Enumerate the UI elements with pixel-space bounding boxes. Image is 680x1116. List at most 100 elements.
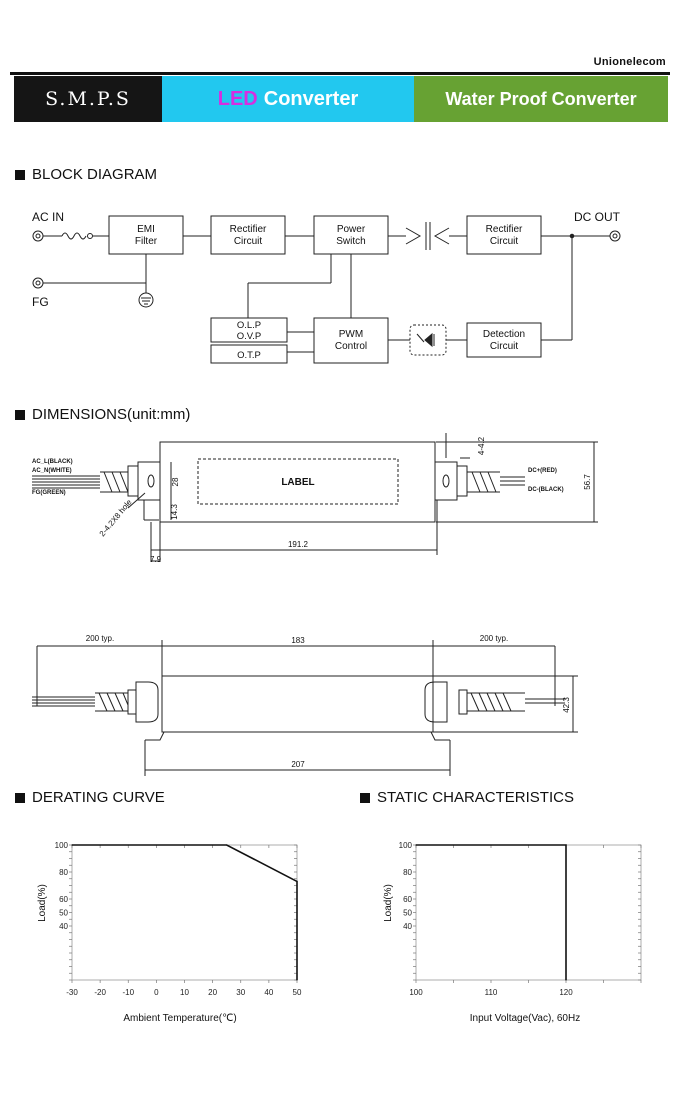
dim-42-3: 42.3	[562, 697, 571, 713]
section-derating: DERATING CURVE	[15, 789, 165, 806]
derating-xtick-label: 40	[264, 988, 273, 997]
fg-green-label: FG(GREEN)	[32, 490, 66, 496]
rect1-line1: Rectifier	[230, 224, 267, 235]
ac-in-label: AC IN	[32, 210, 64, 224]
derating-point	[226, 844, 228, 846]
dim-7-9: 7.9	[150, 555, 162, 564]
bullet-square-icon	[360, 792, 370, 803]
olp-line2: O.V.P	[237, 331, 261, 342]
derating-ylabel: Load(%)	[37, 884, 48, 922]
dc-pos-label: DC+(RED)	[528, 468, 557, 474]
mount-feet	[145, 731, 450, 741]
dimension-drawings: AC_L(BLACK) AC_N(WHITE) FG(GREEN) LABEL …	[32, 433, 598, 776]
dc-out-label: DC OUT	[574, 210, 621, 224]
dimensions-title: DIMENSIONS(unit:mm)	[32, 406, 191, 423]
derating-xtick-label: 30	[236, 988, 245, 997]
fuse-icon	[61, 232, 87, 240]
static-xtick-label: 100	[409, 988, 423, 997]
bullet-square-icon	[15, 409, 25, 420]
derating-xtick-label: 20	[208, 988, 217, 997]
derating-ytick-label: 60	[59, 895, 68, 904]
static-point	[565, 844, 567, 846]
emi-line2: Filter	[135, 236, 158, 247]
rect1-line2: Circuit	[234, 236, 263, 247]
derating-ytick-label: 100	[55, 841, 69, 850]
dim-207: 207	[291, 760, 305, 769]
block-diagram: AC IN EMI Filter Rectifier Circuit Power…	[32, 210, 621, 364]
dim-56-7: 56.7	[583, 474, 592, 490]
dim-28: 28	[171, 477, 180, 486]
dim-200-right: 200 typ.	[480, 634, 508, 643]
power-line2: Switch	[336, 236, 365, 247]
side-output-gland	[458, 689, 468, 715]
output-mount-hole	[442, 474, 450, 488]
derating-ytick-label: 50	[59, 909, 68, 918]
brand-name: Unionelecom	[593, 56, 666, 68]
ac-in-terminal-dot	[35, 233, 41, 239]
dim-191-2: 191.2	[288, 540, 309, 549]
label-text: LABEL	[281, 477, 314, 488]
static-x-ticks: 100 110 120	[409, 988, 573, 997]
side-input-cable	[32, 692, 129, 712]
label-area	[197, 458, 399, 505]
derating-xtick-label: 10	[180, 988, 189, 997]
derating-xtick-label: 0	[154, 988, 159, 997]
static-ytick-label: 100	[399, 841, 413, 850]
band-led-rest: Converter	[263, 87, 359, 110]
detection-line1: Detection	[483, 329, 525, 340]
housing-side-view	[161, 675, 434, 733]
ac-n-label: AC_N(WHITE)	[32, 468, 72, 474]
derating-point	[296, 979, 298, 981]
fg-label: FG	[32, 295, 49, 309]
rectifier-box-1	[210, 215, 286, 255]
derating-xtick-label: 50	[293, 988, 302, 997]
emi-line1: EMI	[137, 224, 155, 235]
section-block-diagram: BLOCK DIAGRAM	[15, 166, 157, 183]
input-cable	[32, 471, 129, 493]
detection-line2: Circuit	[490, 341, 519, 352]
ground-icon	[138, 292, 154, 308]
static-xtick-label: 110	[485, 988, 498, 997]
static-grid	[413, 844, 642, 983]
static-xtick-label: 120	[559, 988, 573, 997]
ac-l-label: AC_L(BLACK)	[32, 459, 73, 465]
dim-200-left: 200 typ.	[86, 634, 114, 643]
pwm-line2: Control	[335, 341, 367, 352]
derating-point	[296, 880, 298, 883]
derating-series-line-0	[72, 844, 298, 980]
static-frame	[415, 844, 642, 981]
static-ytick-label: 80	[403, 868, 412, 877]
dc-out-terminal-dot	[612, 233, 618, 239]
fg-terminal-dot	[35, 280, 41, 286]
static-ytick-label: 60	[403, 895, 412, 904]
output-cable	[467, 471, 525, 493]
derating-title: DERATING CURVE	[32, 789, 165, 806]
rect2-line2: Circuit	[490, 236, 519, 247]
input-mount-hole	[147, 474, 155, 488]
static-series	[415, 844, 567, 981]
header-rule	[10, 72, 670, 75]
output-gland	[456, 465, 468, 497]
block-diagram-title: BLOCK DIAGRAM	[32, 166, 158, 183]
transformer-icon	[405, 222, 450, 250]
derating-ytick-label: 40	[59, 922, 68, 931]
dc-neg-label: DC-(BLACK)	[528, 487, 564, 493]
derating-xtick-label: -10	[122, 988, 134, 997]
dim-14-3: 14.3	[170, 504, 179, 520]
pwm-line1: PWM	[339, 329, 363, 340]
dc-out-terminal-icon	[609, 230, 621, 242]
section-dimensions: DIMENSIONS(unit:mm)	[15, 406, 190, 423]
derating-series	[71, 844, 298, 981]
olp-ovp-box	[210, 317, 288, 343]
derating-xtick-label: -20	[94, 988, 106, 997]
static-ylabel: Load(%)	[383, 884, 394, 922]
static-series-line-0	[416, 844, 567, 980]
bullet-square-icon	[15, 169, 25, 180]
section-static: STATIC CHARACTERISTICS	[360, 789, 574, 806]
static-title: STATIC CHARACTERISTICS	[377, 789, 574, 806]
